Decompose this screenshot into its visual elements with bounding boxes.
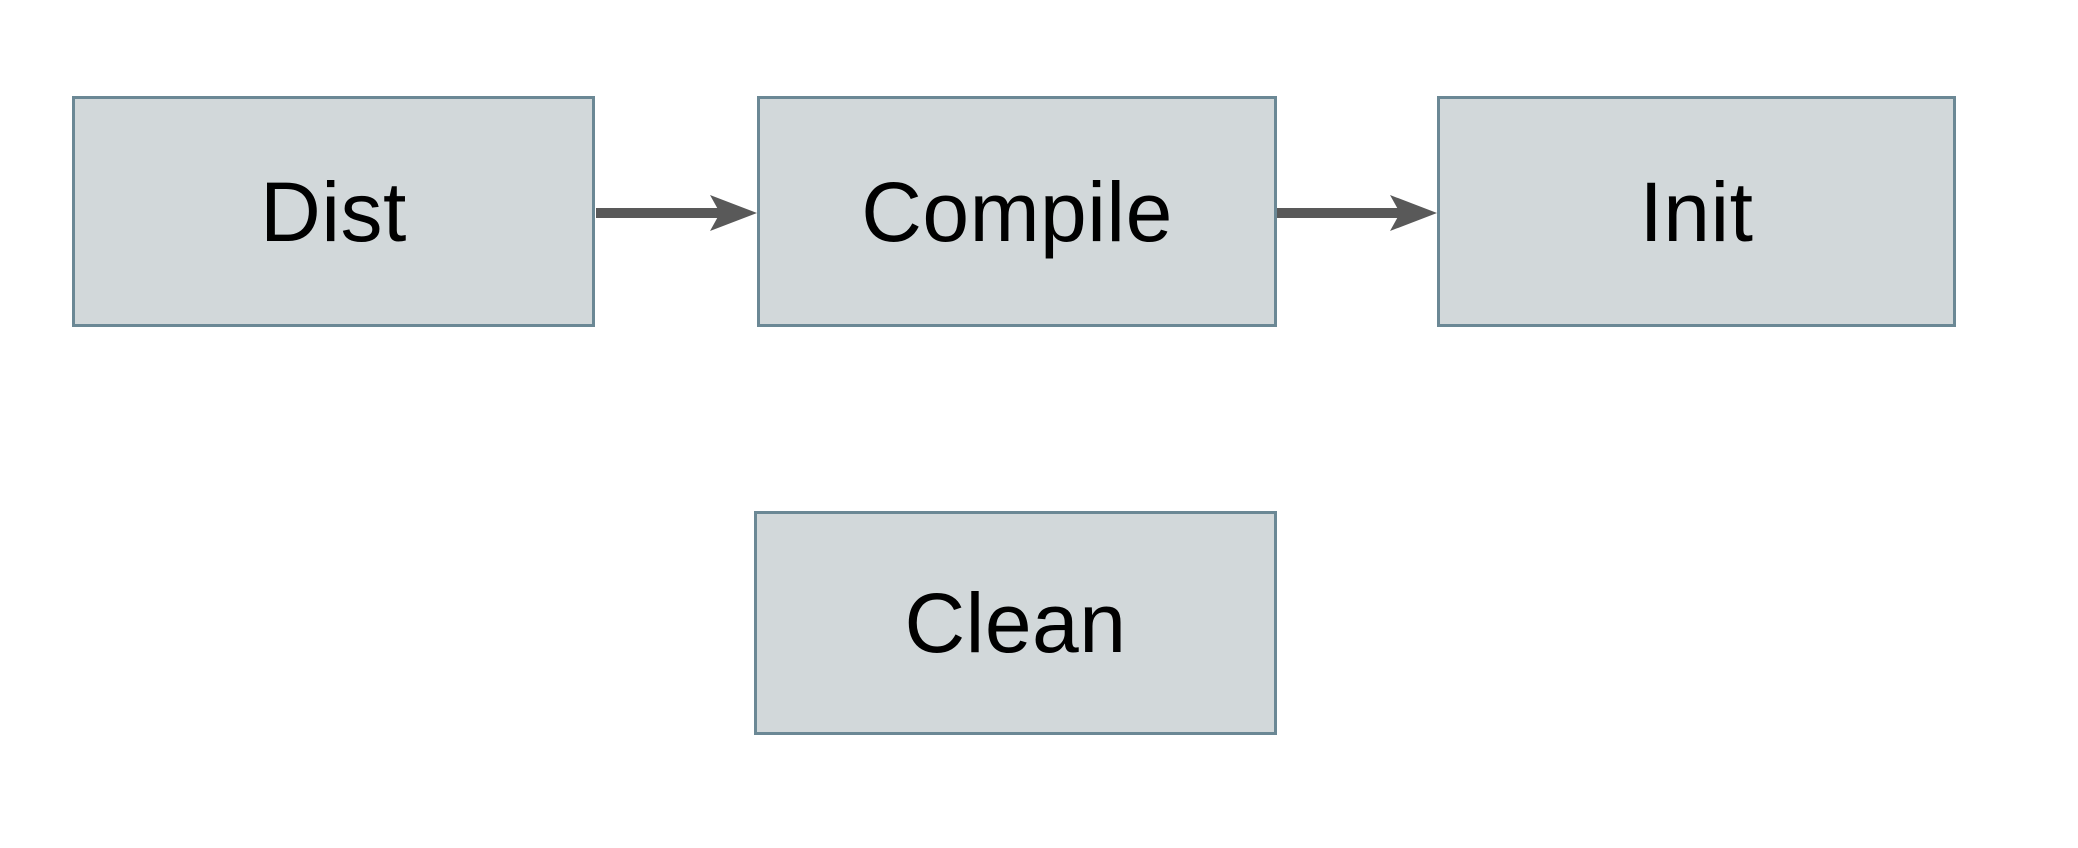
- node-init-label: Init: [1639, 164, 1754, 259]
- arrowhead-icon: [710, 195, 757, 231]
- node-dist-label: Dist: [260, 164, 407, 259]
- node-compile-label: Compile: [861, 164, 1173, 259]
- edge-compile-to-init: [1277, 195, 1437, 231]
- node-compile: Compile: [757, 96, 1277, 327]
- edge-dist-to-compile: [596, 195, 757, 231]
- node-init: Init: [1437, 96, 1956, 327]
- node-clean: Clean: [754, 511, 1277, 735]
- arrowhead-icon: [1390, 195, 1437, 231]
- node-clean-label: Clean: [904, 576, 1127, 670]
- node-dist: Dist: [72, 96, 595, 327]
